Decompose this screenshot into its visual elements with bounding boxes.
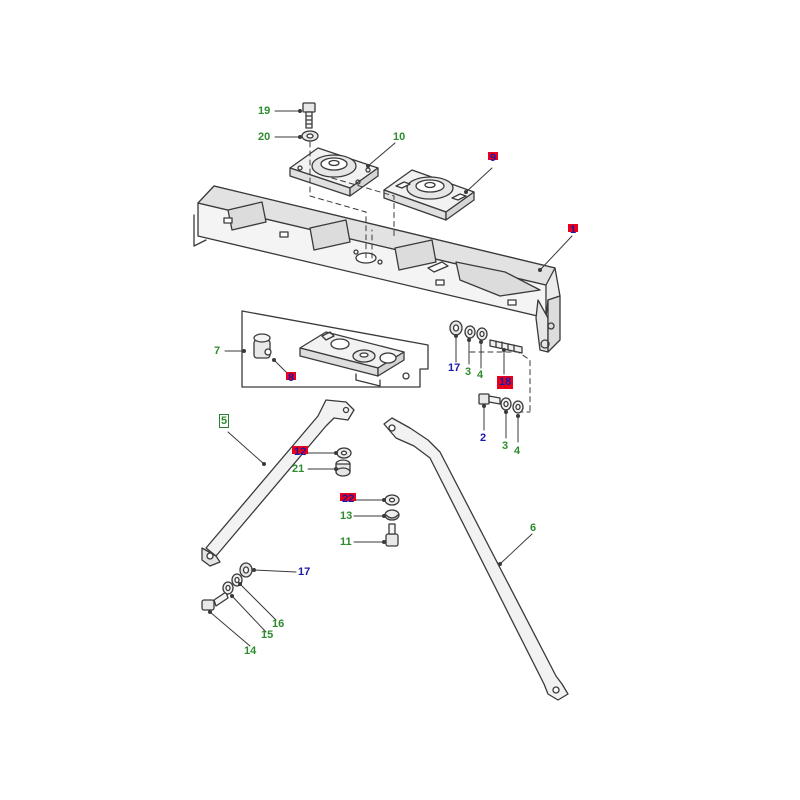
callout-11[interactable]: 11 (340, 536, 352, 548)
washer-15-part (222, 581, 234, 595)
clamp-7-part (253, 333, 272, 359)
callout-10[interactable]: 10 (393, 131, 406, 143)
callout-17-top[interactable]: 17 (448, 362, 461, 374)
washer-4-part (476, 327, 488, 341)
bolt-19-part (302, 102, 316, 129)
stay-rod-right-part (383, 417, 569, 701)
washer-12-part (336, 447, 352, 459)
callout-7[interactable]: 7 (214, 345, 221, 357)
callout-20[interactable]: 20 (258, 131, 271, 143)
callout-9[interactable]: 9 (488, 152, 499, 165)
callout-18[interactable]: 18 (497, 376, 514, 389)
washer-3-part (464, 325, 476, 339)
bolt-11-part (385, 523, 399, 547)
callout-8[interactable]: 8 (286, 372, 297, 385)
callout-16[interactable]: 16 (272, 618, 285, 630)
stud-18-part (489, 339, 523, 354)
callout-19[interactable]: 19 (258, 105, 271, 117)
bolt-2-part (478, 393, 501, 405)
bush-13-part (384, 509, 400, 521)
stay-rod-left-part (201, 399, 355, 567)
callout-4-top[interactable]: 4 (477, 369, 484, 381)
mount-10-part (289, 147, 379, 197)
bush-21-part (335, 459, 351, 477)
callout-22[interactable]: 22 (340, 493, 357, 506)
callout-21[interactable]: 21 (292, 463, 305, 475)
callout-2[interactable]: 2 (480, 432, 487, 444)
clamp-bracket-part (299, 331, 410, 387)
bolt-14-part (201, 591, 229, 611)
nut-17b-part (239, 562, 253, 578)
callout-3-bottom[interactable]: 3 (502, 440, 509, 452)
washer-4b-part (512, 400, 524, 414)
callout-14[interactable]: 14 (244, 645, 257, 657)
callout-6[interactable]: 6 (530, 522, 537, 534)
callout-13[interactable]: 13 (340, 510, 353, 522)
callout-12[interactable]: 12 (292, 446, 309, 459)
washer-3b-part (500, 397, 512, 411)
washer-22-part (384, 494, 400, 506)
callout-5[interactable]: 5 (219, 414, 230, 428)
callout-15[interactable]: 15 (261, 629, 274, 641)
callout-4-bottom[interactable]: 4 (514, 445, 521, 457)
nut-17-part (449, 320, 463, 336)
washer-20-part (301, 130, 319, 142)
leader-lines (209, 110, 573, 647)
callout-3-top[interactable]: 3 (465, 366, 472, 378)
callout-17-bottom[interactable]: 17 (298, 566, 311, 578)
cross-member-part (193, 185, 561, 353)
callout-1[interactable]: 1 (568, 224, 579, 237)
mount-9-part (383, 169, 475, 221)
